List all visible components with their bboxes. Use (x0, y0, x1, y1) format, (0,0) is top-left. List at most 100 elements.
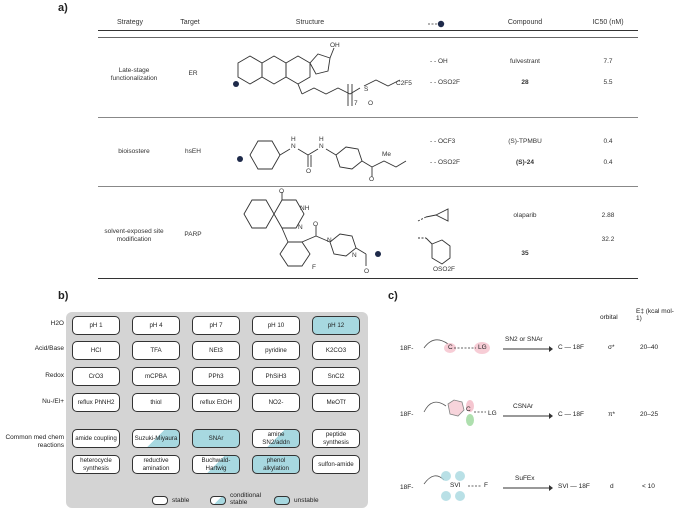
condition-cell: sulfon-amide (312, 455, 360, 474)
row1-label-o: O (368, 100, 374, 107)
c-row2-orbital: π* (608, 411, 616, 418)
c-row2-product: C — 18F (558, 411, 585, 418)
c-row3-lg: F (484, 482, 488, 489)
rowlabel-medchem: Common med chem reactions (5, 434, 64, 449)
header-strategy: Strategy (116, 19, 144, 26)
row1-ic50-1: 7.7 (603, 58, 613, 65)
row3-compound-2: 35 (521, 250, 529, 257)
condition-cell: mCPBA (132, 367, 180, 386)
condition-cell: amine SN2/addn (252, 429, 300, 448)
header-target: Target (180, 19, 200, 26)
rowlabel-acidbase: Acid/Base (34, 345, 64, 352)
row1-label-cf: C2F5 (396, 80, 412, 87)
row2-label-me: Me (382, 151, 392, 158)
row3-target: PARP (184, 231, 202, 238)
legend-unstable-label: unstable (294, 497, 319, 504)
condition-cell: PPh3 (192, 367, 240, 386)
row2-compound-2: (S)-24 (515, 159, 535, 166)
row3-label-n3: N (352, 252, 357, 259)
row1-compound-2: 28 (521, 79, 529, 86)
row1-compound-1: fulvestrant (510, 58, 540, 65)
row1-label-s: S (364, 86, 369, 93)
c-row1-nuc: 18F- (400, 345, 414, 352)
c-row2-pi-orbital-icon (423, 399, 486, 426)
c-row2-energy: 20–25 (640, 411, 659, 418)
row3-cyclopropyl-icon (417, 208, 449, 222)
condition-cell: TFA (132, 341, 180, 360)
row2-group-1: - - OCF3 (430, 138, 456, 145)
row1-group-1: - - OH (430, 58, 448, 65)
c-row3-orbital: d (610, 483, 614, 490)
condition-cell: pH 1 (72, 316, 120, 335)
c-row1-subst: C (448, 344, 453, 351)
row2-strategy: bioisostere (118, 148, 150, 155)
row1-target: ER (188, 70, 198, 77)
c-row3-nuc: 18F- (400, 484, 414, 491)
row1-label-n: 7 (354, 100, 358, 107)
row3-label-f: F (312, 264, 316, 271)
condition-cell: SnCl2 (312, 367, 360, 386)
c-row3-d-orbital-icon (423, 471, 482, 501)
condition-cell: Buchwald-Hartwig (192, 455, 240, 474)
row1-structure-estradiol (233, 47, 401, 106)
c-row1-orbital: σ* (608, 344, 615, 351)
condition-cell: pH 7 (192, 316, 240, 335)
c-row2-nuc: 18F- (400, 411, 414, 418)
condition-cell: pH 12 (312, 316, 360, 335)
row3-ic50-2: 32.2 (601, 236, 615, 243)
legend-stable-swatch (152, 496, 168, 505)
row1-strategy: Late-stage functionalization (110, 67, 158, 83)
header-energy: E‡ (kcal mol-1) (636, 308, 674, 322)
condition-cell: CrO3 (72, 367, 120, 386)
condition-cell: reflux PhNH2 (72, 393, 120, 412)
row3-label-o1: O (279, 188, 285, 195)
legend-unstable-swatch (274, 496, 290, 505)
row1-ic50-2: 5.5 (603, 79, 613, 86)
c-row1-arrow-icon (503, 346, 553, 352)
condition-cell: heterocycle synthesis (72, 455, 120, 474)
condition-cell: amide coupling (72, 429, 120, 448)
row2-label-n1: N (291, 143, 296, 150)
row1-label-oh: OH (330, 42, 340, 49)
c-row3-arrow-icon (503, 485, 553, 491)
row1-divider (98, 117, 638, 118)
row2-label-o1: O (306, 168, 312, 175)
c-row2-arrow-icon (503, 413, 553, 419)
condition-cell: thiol (132, 393, 180, 412)
header-dot-icon (428, 20, 445, 28)
row2-structure-tpmbu (237, 140, 407, 177)
row3-label-nh: NH (300, 205, 310, 212)
c-row3-product: SVI — 18F (558, 483, 590, 490)
condition-cell: reflux EtOH (192, 393, 240, 412)
row3-compound-1: olaparib (513, 212, 537, 219)
c-row1-cond: SN2 or SNAr (505, 336, 543, 343)
c-row2-cond: CSNAr (513, 403, 534, 410)
row3-label-o3: O (364, 268, 370, 275)
row2-label-h2: H (319, 136, 324, 143)
condition-cell: reductive amination (132, 455, 180, 474)
c-row3-subst: SVI (450, 482, 461, 489)
table-top-rule (98, 30, 638, 31)
rowlabel-nu-el: Nu-/El+ (42, 398, 64, 405)
header-orbital: orbital (600, 314, 618, 321)
row3-label-n2: N (327, 237, 332, 244)
row2-target: hsEH (185, 148, 201, 155)
row3-label-o2: O (313, 221, 319, 228)
row1-group-2: - - OSO2F (430, 79, 460, 86)
row3-label-osof: OSO2F (433, 266, 456, 273)
row2-label-n2: N (319, 143, 324, 150)
condition-cell: NO2- (252, 393, 300, 412)
c-row1-sigma-orbital-icon (423, 339, 490, 354)
condition-cell: HCl (72, 341, 120, 360)
c-row1-lg: LG (478, 344, 487, 351)
table-bottom-rule (98, 278, 638, 279)
row3-strategy: solvent-exposed site modification (104, 228, 164, 244)
row2-compound-1: (S)-TPMBU (508, 138, 542, 145)
row3-structure-olaparib (243, 192, 381, 267)
condition-cell: pH 10 (252, 316, 300, 335)
row2-divider (98, 186, 638, 187)
rowlabel-redox: Redox (45, 372, 64, 379)
row2-ic50-2: 0.4 (603, 159, 613, 166)
panel-c-label: c) (388, 290, 398, 302)
c-row1-energy: 20–40 (640, 344, 659, 351)
